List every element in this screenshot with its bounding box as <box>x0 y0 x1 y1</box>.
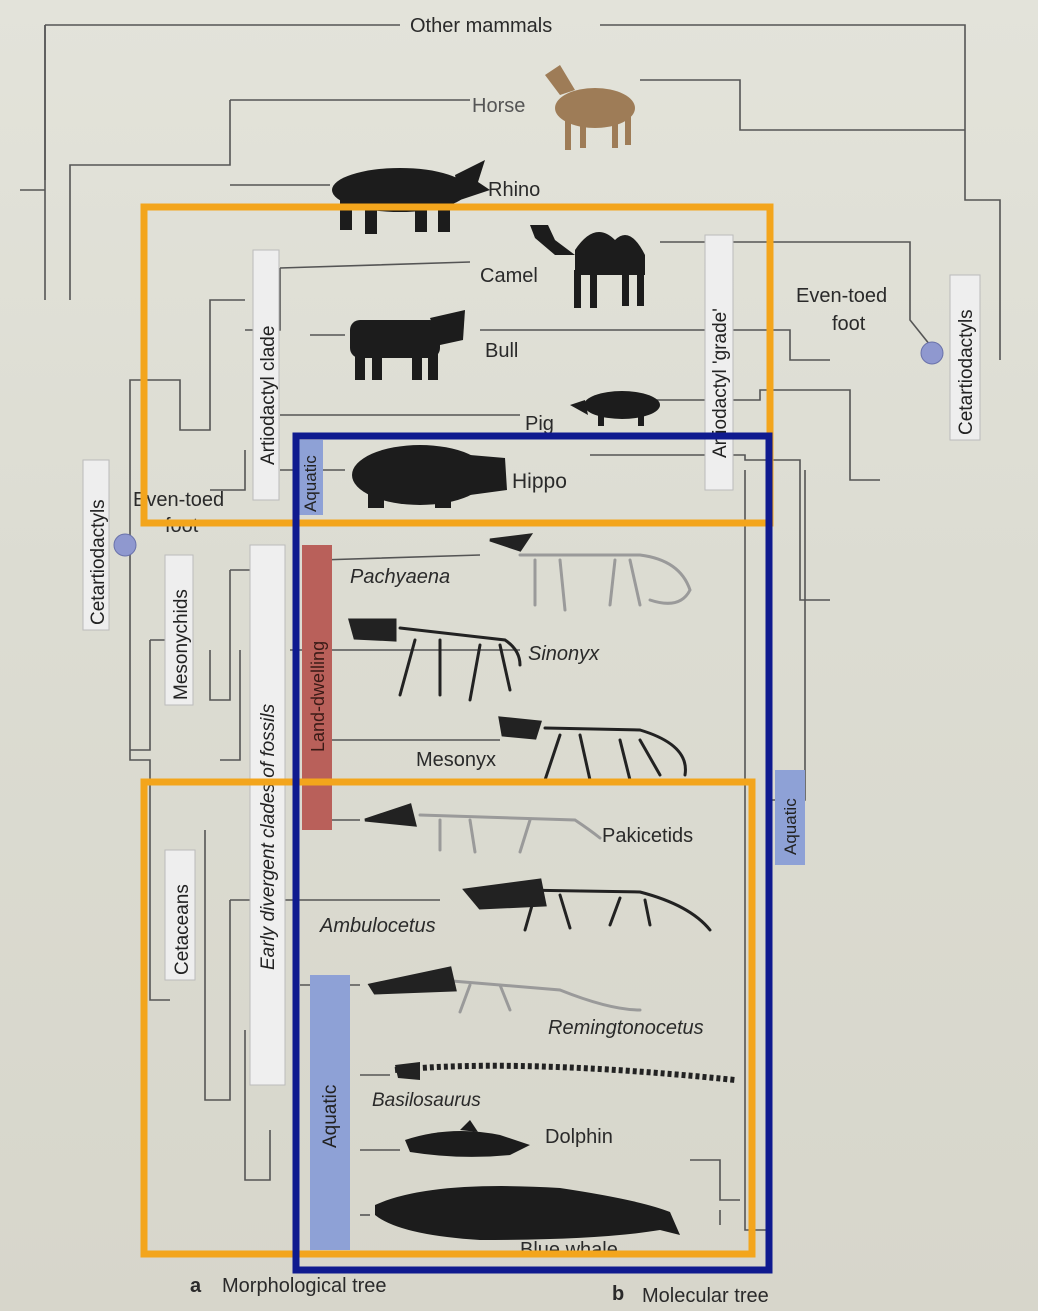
caption-b-text: Molecular tree <box>642 1285 769 1307</box>
label-pachyaena: Pachyaena <box>350 566 450 588</box>
label-basilosaurus: Basilosaurus <box>372 1090 481 1111</box>
horse-silhouette <box>545 65 635 150</box>
aquatic-hippo-label: Aquatic <box>301 455 320 512</box>
label-sinonyx: Sinonyx <box>528 643 600 665</box>
label-mesonyx: Mesonyx <box>416 749 496 771</box>
hippo-silhouette <box>352 445 507 508</box>
sinonyx-skeleton <box>350 620 520 700</box>
rhino-silhouette <box>332 160 490 234</box>
label-ambulocetus: Ambulocetus <box>319 915 436 937</box>
caption-a-letter: a <box>190 1275 202 1297</box>
caption-a-text: Morphological tree <box>222 1275 387 1297</box>
ambulocetus-skeleton <box>465 880 710 930</box>
artiodactyl-clade-label: Artiodactyl clade <box>258 326 279 465</box>
label-pig: Pig <box>525 413 554 435</box>
taxon-labels: Other mammals Horse Rhino Camel Bull Pig… <box>133 15 887 1261</box>
camel-silhouette <box>530 225 645 308</box>
bull-silhouette <box>350 310 465 380</box>
mesonyx-skeleton <box>500 718 685 780</box>
caption-b-letter: b <box>612 1283 624 1305</box>
label-even-toed-right-2: foot <box>832 313 866 335</box>
basilosaurus-skeleton <box>395 1062 735 1080</box>
pakicetids-skeleton <box>365 805 600 852</box>
pig-silhouette <box>570 391 660 426</box>
land-dwelling-label: Land-dwelling <box>308 641 328 752</box>
dolphin-silhouette <box>405 1120 530 1157</box>
label-remingtonocetus: Remingtonocetus <box>548 1017 704 1039</box>
label-even-toed-right: Even-toed <box>796 285 887 307</box>
even-toed-node-right <box>921 342 943 364</box>
early-divergent-label: Early divergent clades of fossils <box>258 703 279 970</box>
label-dolphin: Dolphin <box>545 1126 613 1148</box>
aquatic-right-label: Aquatic <box>781 798 800 855</box>
captions: a Morphological tree b Molecular tree <box>190 1275 769 1307</box>
label-hippo: Hippo <box>512 470 567 493</box>
label-rhino: Rhino <box>488 179 540 201</box>
label-other-mammals: Other mammals <box>410 15 552 37</box>
pachyaena-skeleton <box>490 535 690 610</box>
mesonychids-label: Mesonychids <box>171 589 192 700</box>
clade-bars <box>83 235 980 1250</box>
remingtonocetus-skeleton <box>370 968 640 1012</box>
label-bull: Bull <box>485 340 518 362</box>
even-toed-node-left <box>114 534 136 556</box>
cetaceans-label: Cetaceans <box>172 884 193 975</box>
cetartiodactyls-right-label: Cetartiodactyls <box>956 309 977 435</box>
label-pakicetids: Pakicetids <box>602 825 693 847</box>
label-camel: Camel <box>480 265 538 287</box>
blue-box-aquatic <box>296 436 769 1270</box>
label-horse: Horse <box>472 95 525 117</box>
cetartiodactyls-left-label: Cetartiodactyls <box>88 499 109 625</box>
label-blue-whale: Blue whale <box>520 1239 618 1261</box>
blue-whale-silhouette <box>375 1186 680 1240</box>
aquatic-cetaceans-label: Aquatic <box>320 1085 341 1148</box>
